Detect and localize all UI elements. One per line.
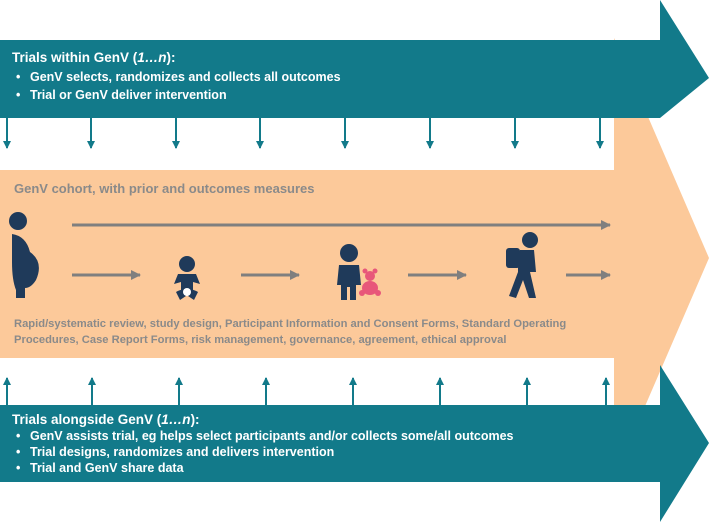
schoolchild-icon <box>506 232 538 298</box>
bottom-panel-arrow <box>0 365 709 522</box>
bottom-panel-bullet-text: GenV assists trial, eg helps select part… <box>30 429 514 443</box>
bottom-up-arrows <box>3 377 610 405</box>
bottom-panel-title-suffix: ): <box>190 412 200 427</box>
bottom-panel-bullet: • Trial and GenV share data <box>16 461 184 475</box>
top-down-arrows <box>3 118 604 149</box>
bottom-gap <box>0 358 614 408</box>
bottom-panel-bullet-text: Trial and GenV share data <box>30 461 184 475</box>
bottom-panel-title-prefix: Trials alongside GenV ( <box>12 412 162 427</box>
bottom-panel-bullet-text: Trial designs, randomizes and delivers i… <box>30 445 335 459</box>
bullet-marker: • <box>16 461 21 475</box>
cohort-note-line: Rapid/systematic review, study design, P… <box>14 318 567 330</box>
cohort-title: GenV cohort, with prior and outcomes mea… <box>14 181 315 196</box>
bottom-panel-title-italic: 1…n <box>161 412 191 427</box>
top-panel-title-italic: 1…n <box>137 50 167 65</box>
top-gap <box>0 118 614 170</box>
top-panel-title-suffix: ): <box>166 50 176 65</box>
bottom-panel-bullet: • GenV assists trial, eg helps select par… <box>16 429 514 443</box>
baby-icon <box>174 256 200 300</box>
top-panel-title: Trials within GenV (1…n): <box>12 50 176 65</box>
pregnant-woman-icon <box>9 212 39 298</box>
top-panel-bullet-text: Trial or GenV deliver intervention <box>30 88 227 102</box>
bullet-marker: • <box>16 88 21 102</box>
child-with-teddy-icon <box>337 244 381 300</box>
top-panel-bullet: • GenV selects, randomizes and collects a… <box>16 70 341 84</box>
cohort-note-line: Procedures, Case Report Forms, risk mana… <box>14 334 507 346</box>
bullet-marker: • <box>16 445 21 459</box>
bullet-marker: • <box>16 429 21 443</box>
bottom-panel-bullet: • Trial designs, randomizes and delivers … <box>16 445 334 459</box>
bullet-marker: • <box>16 70 21 84</box>
top-panel-bullet: • Trial or GenV deliver intervention <box>16 88 227 102</box>
top-panel-bullet-text: GenV selects, randomizes and collects al… <box>30 70 341 84</box>
top-panel-arrow <box>0 0 709 118</box>
top-panel-title-prefix: Trials within GenV ( <box>12 50 138 65</box>
bottom-panel-title: Trials alongside GenV (1…n): <box>12 412 200 427</box>
